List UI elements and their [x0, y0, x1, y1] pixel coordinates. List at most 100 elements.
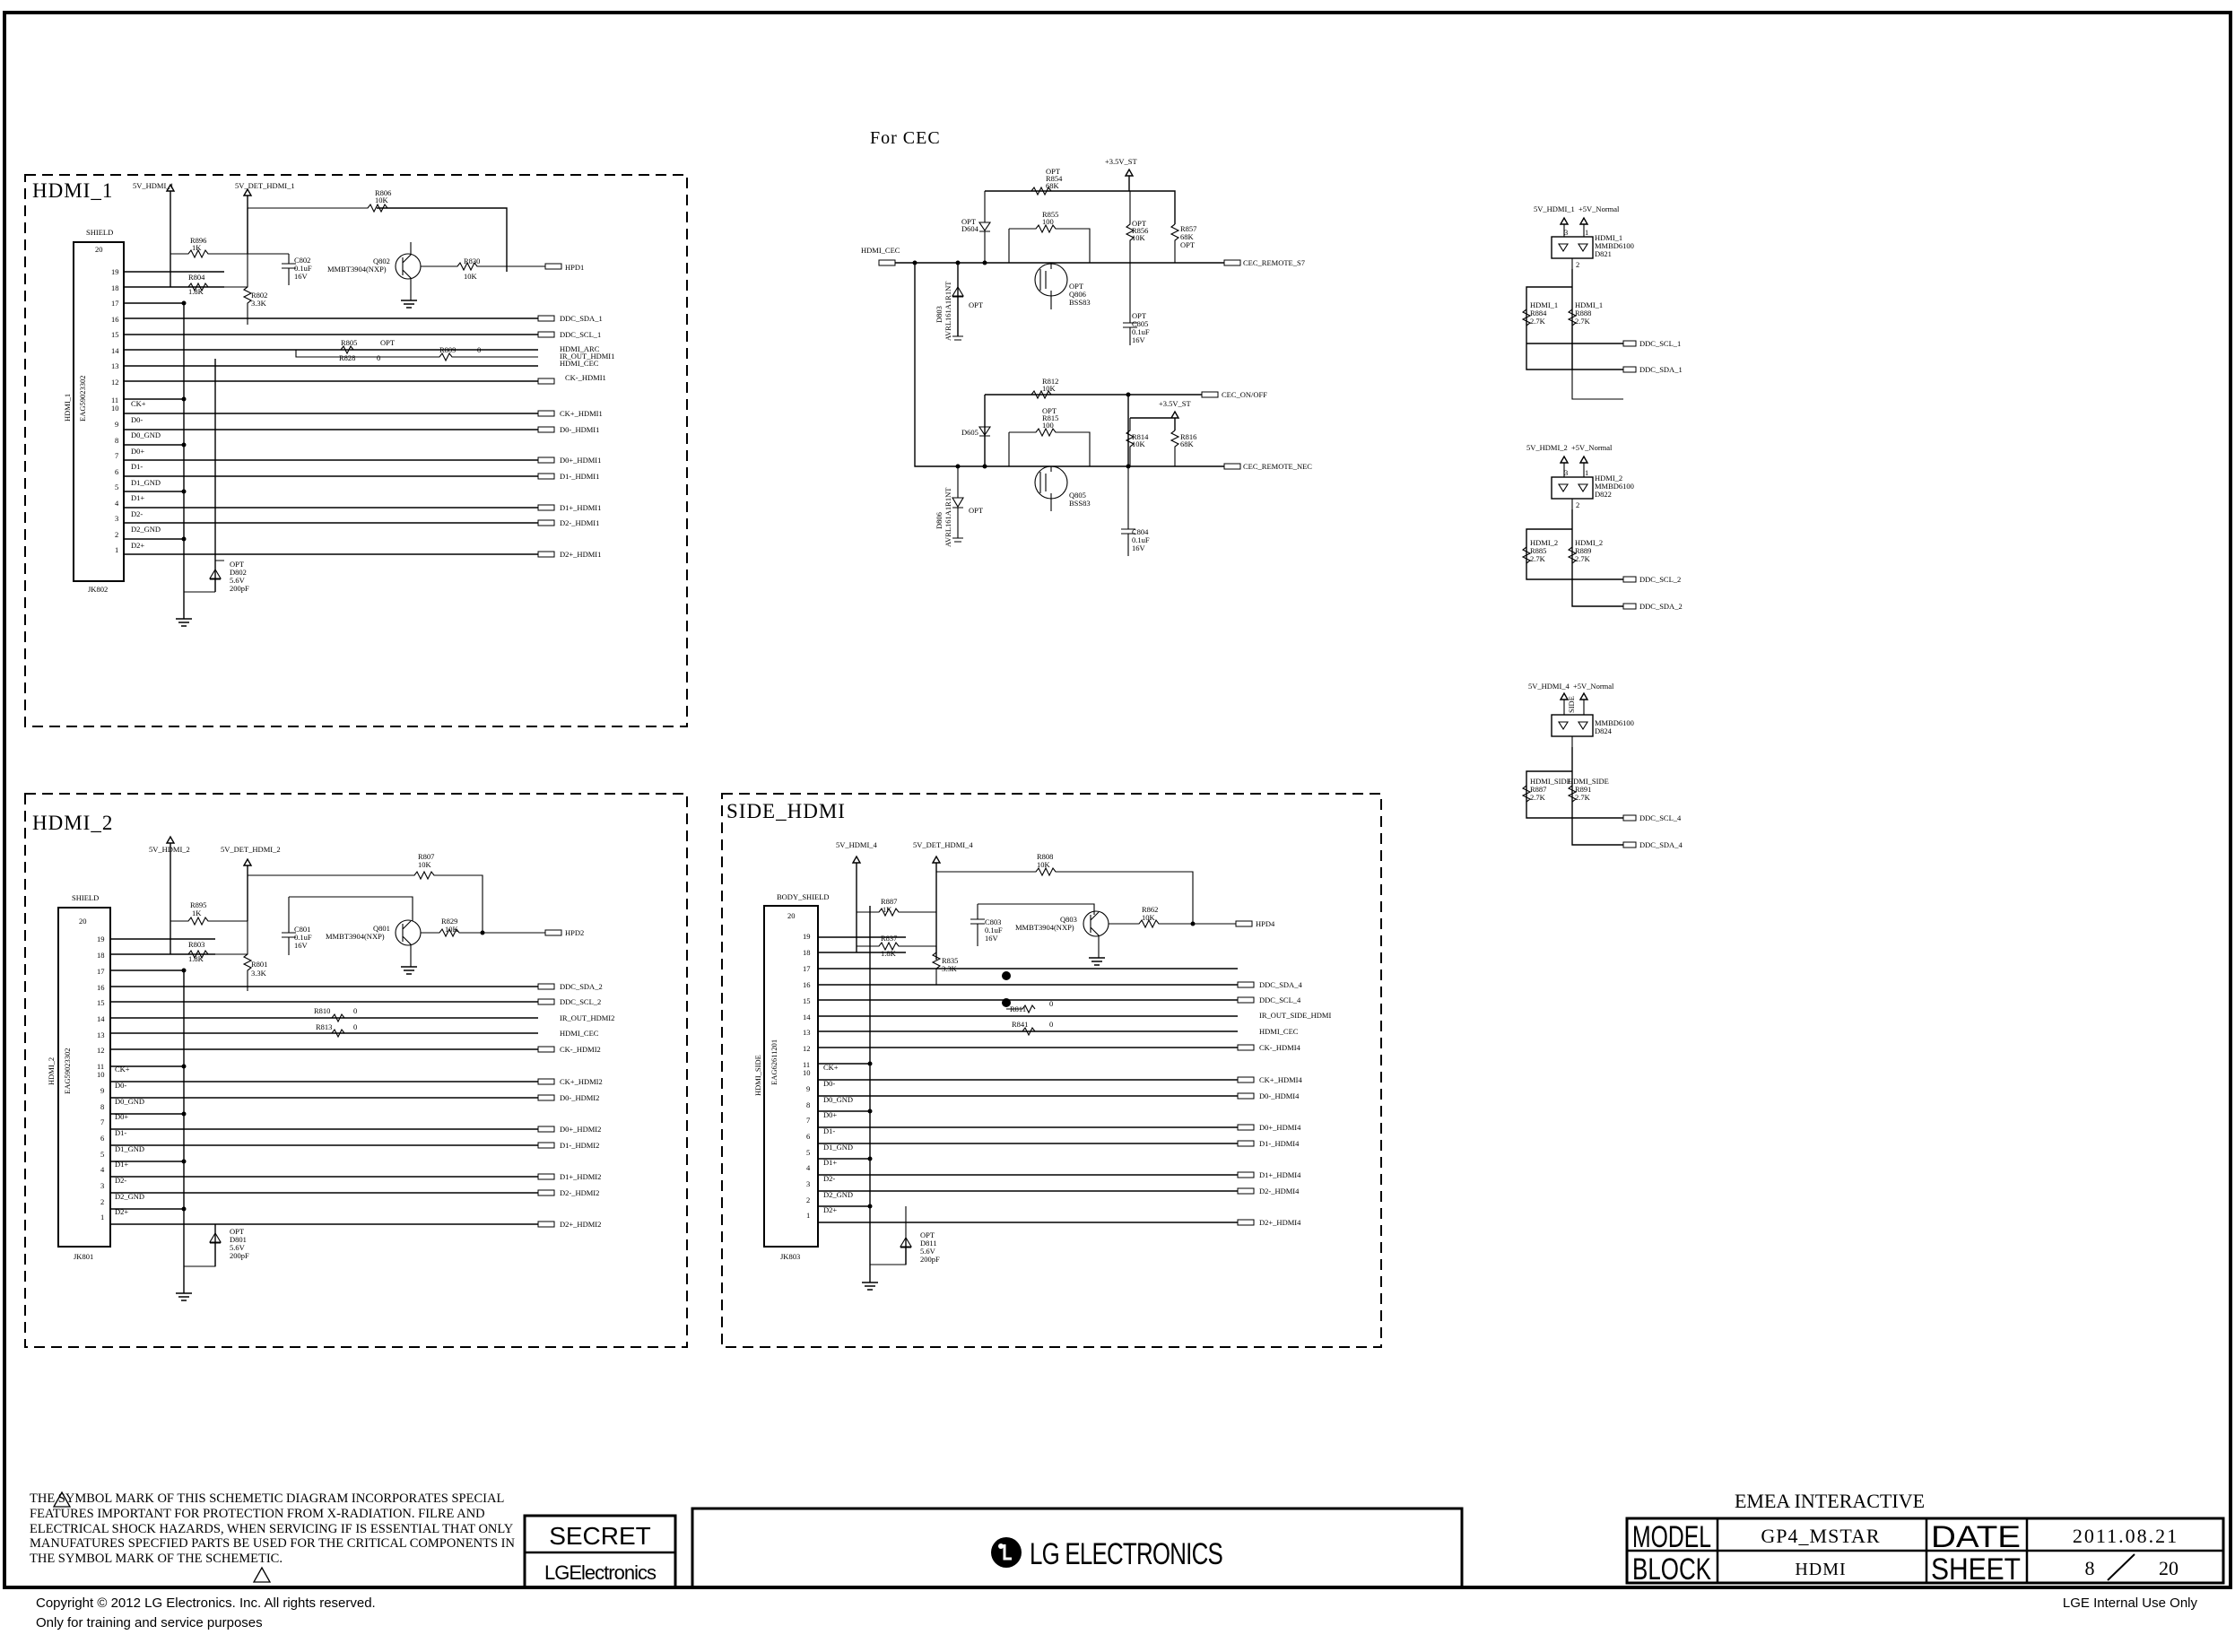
- hdmi1-part-no: EAG59023302: [78, 376, 87, 422]
- svg-text:MMBT3904(NXP): MMBT3904(NXP): [326, 932, 385, 941]
- side-title: SIDE_HDMI: [726, 800, 846, 822]
- svg-text:18: 18: [111, 283, 119, 292]
- svg-text:200pF: 200pF: [920, 1255, 940, 1264]
- svg-text:D1_GND: D1_GND: [823, 1143, 853, 1152]
- hdmi2-nets: DDC_SDA_2 DDC_SCL_2 IR_OUT_HDMI2 HDMI_CE…: [537, 982, 614, 1229]
- svg-text:R889: R889: [1575, 546, 1591, 555]
- svg-text:BSS83: BSS83: [1069, 499, 1091, 508]
- svg-text:OPT: OPT: [230, 1227, 245, 1236]
- svg-text:R808: R808: [1037, 852, 1053, 861]
- svg-text:CEC_REMOTE_NEC: CEC_REMOTE_NEC: [1243, 462, 1312, 471]
- side-circuit: BODY_SHIELD JK803 HDMI_SIDE EAG62611201 …: [753, 840, 1331, 1291]
- svg-text:D0+_HDMI4: D0+_HDMI4: [1259, 1123, 1301, 1132]
- svg-text:10K: 10K: [1037, 860, 1051, 869]
- svg-text:20: 20: [95, 245, 103, 254]
- svg-text:MMBD6100: MMBD6100: [1595, 241, 1634, 250]
- svg-text:2: 2: [115, 530, 118, 539]
- svg-text:CK+_HDMI4: CK+_HDMI4: [1259, 1075, 1303, 1084]
- copyright-text: Copyright © 2012 LG Electronics. Inc. Al…: [36, 1595, 376, 1611]
- svg-text:HDMI_2: HDMI_2: [47, 1057, 56, 1085]
- svg-text:15: 15: [111, 330, 119, 339]
- svg-text:16V: 16V: [294, 941, 309, 950]
- svg-text:4: 4: [100, 1165, 105, 1174]
- svg-text:5.6V: 5.6V: [230, 576, 246, 585]
- svg-text:1: 1: [1585, 468, 1588, 477]
- svg-text:DDC_SDA_1: DDC_SDA_1: [1639, 365, 1683, 374]
- hdmi1-ref: JK802: [88, 585, 108, 594]
- svg-text:3: 3: [100, 1181, 104, 1190]
- svg-text:10K: 10K: [375, 196, 389, 204]
- svg-text:8: 8: [2085, 1557, 2095, 1579]
- svg-text:DDC_SCL_2: DDC_SCL_2: [560, 997, 601, 1006]
- svg-text:R828: R828: [339, 353, 355, 362]
- svg-text:D1+: D1+: [115, 1160, 128, 1169]
- svg-text:5: 5: [806, 1148, 810, 1157]
- svg-text:1: 1: [806, 1211, 810, 1220]
- svg-text:D806: D806: [935, 512, 944, 529]
- svg-text:15: 15: [97, 998, 105, 1007]
- svg-text:Q803: Q803: [1060, 915, 1077, 924]
- svg-text:D2+: D2+: [115, 1207, 128, 1216]
- svg-text:D802: D802: [230, 568, 247, 577]
- svg-text:MMBT3904(NXP): MMBT3904(NXP): [1015, 923, 1074, 932]
- svg-text:4: 4: [115, 499, 119, 508]
- svg-text:JK803: JK803: [780, 1252, 800, 1261]
- svg-text:7: 7: [100, 1117, 104, 1126]
- svg-text:HDMI_CEC: HDMI_CEC: [1259, 1027, 1299, 1036]
- svg-text:D1-_HDMI4: D1-_HDMI4: [1259, 1139, 1300, 1148]
- svg-text:3: 3: [1564, 228, 1568, 237]
- svg-text:1.8K: 1.8K: [188, 287, 204, 296]
- svg-text:16V: 16V: [1132, 335, 1146, 344]
- svg-text:R841: R841: [1012, 1020, 1028, 1029]
- svg-text:D1_GND: D1_GND: [131, 478, 161, 487]
- svg-text:5.6V: 5.6V: [230, 1243, 246, 1252]
- svg-text:12: 12: [111, 378, 119, 387]
- warning-triangle-icon: [252, 1566, 272, 1583]
- hdmi2-frame: [24, 793, 688, 1348]
- svg-text:2.7K: 2.7K: [1530, 317, 1546, 326]
- svg-text:7: 7: [115, 451, 118, 460]
- hdmi1-circuit: SHIELD JK802 HDMI_1 EAG59023302 20 19 18…: [63, 181, 614, 627]
- svg-text:R884: R884: [1530, 309, 1547, 317]
- svg-text:1: 1: [1585, 228, 1588, 237]
- svg-text:0: 0: [1049, 1020, 1053, 1029]
- svg-text:MODEL: MODEL: [1632, 1520, 1711, 1554]
- svg-text:2.7K: 2.7K: [1575, 793, 1591, 802]
- svg-text:+5V_Normal: +5V_Normal: [1573, 682, 1614, 691]
- svg-text:11: 11: [111, 396, 118, 404]
- svg-text:3: 3: [1564, 468, 1568, 477]
- svg-text:CEC_ON/OFF: CEC_ON/OFF: [1222, 390, 1267, 399]
- svg-text:18: 18: [97, 951, 105, 960]
- svg-text:R813: R813: [316, 1022, 332, 1031]
- svg-text:20: 20: [787, 911, 796, 920]
- svg-text:16V: 16V: [1132, 543, 1146, 552]
- svg-text:D2-: D2-: [115, 1176, 126, 1185]
- svg-text:HDMI_CEC: HDMI_CEC: [560, 1029, 599, 1038]
- svg-text:D2+_HDMI1: D2+_HDMI1: [560, 550, 601, 559]
- svg-text:1K: 1K: [192, 243, 202, 252]
- svg-text:D1-: D1-: [131, 462, 143, 471]
- svg-text:DDC_SDA_2: DDC_SDA_2: [560, 982, 603, 991]
- svg-text:D0+: D0+: [131, 447, 144, 456]
- svg-text:14: 14: [97, 1014, 105, 1023]
- svg-text:3.3K: 3.3K: [942, 964, 958, 973]
- svg-text:5: 5: [100, 1150, 104, 1159]
- svg-text:AVRL161A1R1NT: AVRL161A1R1NT: [944, 281, 952, 341]
- svg-text:R887: R887: [1530, 785, 1546, 794]
- svg-text:OPT: OPT: [920, 1230, 935, 1239]
- svg-text:DDC_SDA_1: DDC_SDA_1: [560, 314, 603, 323]
- svg-text:DDC_SDA_4: DDC_SDA_4: [1639, 840, 1683, 849]
- svg-text:R803: R803: [188, 940, 204, 949]
- side-connector: [763, 905, 819, 1248]
- svg-text:0: 0: [353, 1022, 357, 1031]
- svg-text:1.8K: 1.8K: [188, 954, 204, 963]
- svg-text:HDMI_2: HDMI_2: [1530, 538, 1558, 547]
- svg-text:6: 6: [806, 1132, 810, 1141]
- svg-text:D0+_HDMI2: D0+_HDMI2: [560, 1125, 601, 1134]
- svg-text:CEC_REMOTE_S7: CEC_REMOTE_S7: [1243, 258, 1305, 267]
- svg-text:2.7K: 2.7K: [1530, 793, 1546, 802]
- svg-text:D0-: D0-: [131, 415, 143, 424]
- svg-text:D0-: D0-: [115, 1081, 126, 1090]
- svg-text:HDMI_SIDE: HDMI_SIDE: [753, 1055, 762, 1096]
